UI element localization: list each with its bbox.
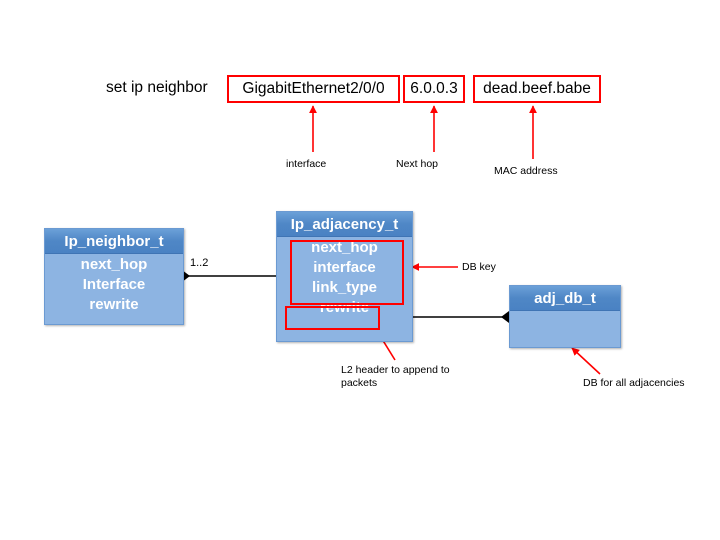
class-box-ip-adjacency-t[interactable]: Ip_adjacency_t next_hop interface link_t… [276,211,413,342]
command-field-interface[interactable]: GigabitEthernet2/0/0 [227,75,400,103]
class-title-adj-db-t: adj_db_t [510,286,620,311]
class-box-adj-db-t[interactable]: adj_db_t [509,285,621,348]
callout-label-interface: interface [286,158,327,170]
class-field-rewrite: rewrite [89,296,139,313]
class-title-ip-adjacency-t: Ip_adjacency_t [277,212,412,237]
highlight-rect-rewrite [285,306,380,330]
class-box-ip-neighbor-t[interactable]: Ip_neighbor_t next_hop Interface rewrite [44,228,184,325]
multiplicity-label: 1..2 [190,257,209,269]
class-field-next-hop: next_hop [80,256,148,273]
annotation-db-for-all-adjacencies: DB for all adjacencies [583,377,685,389]
callout-label-next-hop: Next hop [396,158,439,170]
class-field-interface: interface [313,259,376,276]
command-field-mac-address[interactable]: dead.beef.babe [473,75,601,103]
class-body-ip-neighbor-t: next_hop Interface rewrite [45,254,183,324]
class-body-adj-db-t [510,311,620,347]
command-label: set ip neighbor [106,79,208,96]
class-field-next-hop: next_hop [311,239,378,256]
command-field-next-hop[interactable]: 6.0.0.3 [403,75,465,103]
annotation-arrow-db-for-all [571,347,601,375]
class-field-link-type: link_type [311,279,378,296]
annotation-db-key: DB key [462,261,496,273]
callout-label-mac-address: MAC address [494,165,558,177]
class-field-interface: Interface [82,276,146,293]
class-title-ip-neighbor-t: Ip_neighbor_t [45,229,183,254]
highlight-rect-db-key [290,240,404,305]
annotation-l2-header: L2 header to append to packets [341,364,450,389]
